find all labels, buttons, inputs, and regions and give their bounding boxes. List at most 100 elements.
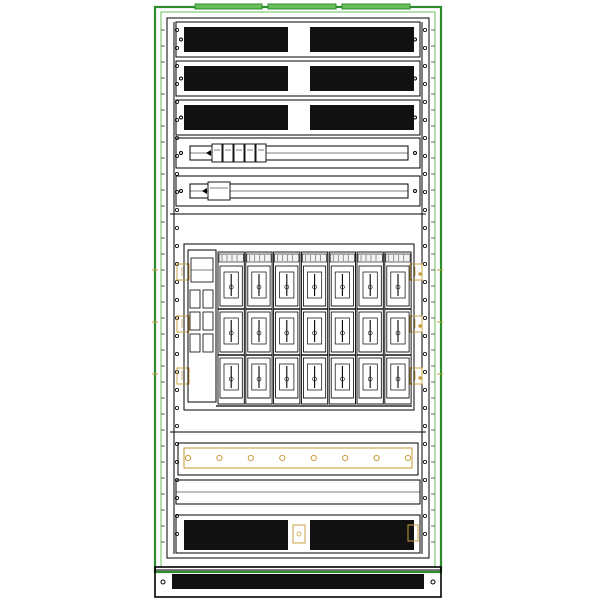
vent-panel-frame [175,21,421,58]
breaker-module [300,251,329,405]
terminal-block [244,143,256,163]
breaker-toggle-pivot [367,330,373,336]
vent-latch [292,524,306,544]
breaker-toggle-pivot [256,284,262,290]
vent-grille [184,66,288,91]
breaker-toggle-window [279,363,295,391]
disconnect-pole [202,333,214,353]
rail-hole [174,189,179,194]
busbar-tab-dot [418,272,422,276]
vent-grille [184,105,288,130]
busbar-tab-dot [418,376,422,380]
breaker-toggle-window [307,271,323,299]
rail-hole [422,82,427,87]
disconnect-pole [189,289,201,309]
breaker-module-body [217,251,245,405]
rail-hole [422,100,427,105]
breaker-toggle-pivot [284,284,290,290]
terminal-block [233,143,245,163]
rail-hole [422,153,427,158]
breaker-module-header [246,253,272,263]
breaker-module [245,251,273,405]
side-rails [173,22,427,554]
breaker-toggle-pivot [284,376,290,382]
busbar-panel [177,442,419,476]
busbar-tab [409,263,423,281]
breaker-toggle-window [334,317,350,345]
rail-hole [422,135,427,140]
vent-grille [310,105,414,130]
breaker-toggle-pivot [395,330,401,336]
terminal-block [222,143,234,163]
disconnect-pole [202,289,214,309]
rail-hole [174,243,179,248]
rail-hole [422,405,427,410]
breaker-toggle-window [223,317,239,345]
plinth-foot [160,579,166,585]
breaker-toggle-pivot [228,330,234,336]
vent-latch [407,524,419,542]
rail-hole [422,315,427,320]
breaker-module-body [245,251,273,405]
busbar-hole [404,454,412,462]
terminal-end-stop [206,150,211,156]
rail-hole [422,64,427,69]
terminal-strip-panel [175,137,421,169]
rail-hole [422,297,427,302]
vent-grille [184,520,288,550]
rail-hole [174,459,179,464]
breaker-toggle-window [390,363,406,391]
breaker-toggle-pivot [256,330,262,336]
breaker-toggle-window [223,363,239,391]
breaker-toggle-pivot [312,284,317,290]
vent-screw [179,37,183,42]
rail-hole [422,477,427,482]
breaker-toggle-pivot [312,376,317,382]
strip-screw [413,189,417,193]
rail-hole [422,207,427,212]
rail-hole [174,495,179,500]
breaker-toggle-window [362,363,378,391]
breaker-toggle-pivot [256,376,262,382]
rail-hole [174,333,179,338]
rail-hole [174,64,179,69]
rail-hole [174,405,179,410]
busbar-hole [247,454,254,462]
breaker-toggle-pivot [284,330,290,336]
breaker-module-body [384,251,412,405]
rail-hole [174,351,179,356]
vent-screw [413,76,417,81]
disconnect-pole [189,311,201,331]
plinth-foot [430,579,436,585]
base-grille [172,574,424,589]
main-disconnect [187,249,217,403]
rail-hole [174,423,179,428]
busbar-tab [176,263,190,281]
disconnect-pole [202,311,214,331]
breaker-module [273,251,301,405]
rail-hole [422,118,427,123]
strip-screw [179,189,183,193]
breaker-toggle-window [390,317,406,345]
cabinet-mounting-frame [166,17,430,559]
roof-tab [194,3,263,10]
breaker-module-body [273,251,301,405]
rail-hole [174,514,179,519]
rail-hole [422,351,427,356]
rail-hole [174,441,179,446]
roof-tab [341,3,411,10]
rail-hole [174,82,179,87]
disconnect-pole [189,333,201,353]
breaker-toggle-pivot [340,330,345,336]
rail-hole [422,423,427,428]
rail-hole [422,279,427,284]
strip-screw [413,151,417,155]
terminal-block [211,143,223,163]
strip-screw [179,151,183,155]
rail-hole [422,225,427,230]
rail-hole [422,441,427,446]
terminal-block [255,143,267,163]
vent-panel-frame [175,60,421,97]
busbar-tab [176,367,190,385]
